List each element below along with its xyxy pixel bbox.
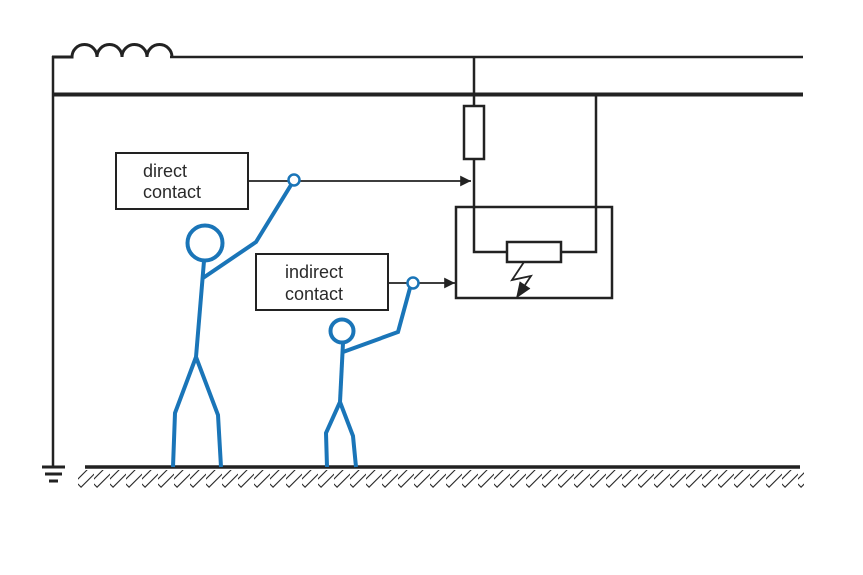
contact-point-icon — [287, 173, 301, 187]
person-left-leg — [171, 356, 198, 468]
supply-circuit — [51, 43, 803, 466]
direct-contact-box — [115, 152, 249, 210]
person-indirect-contact — [323, 276, 420, 468]
insulation-fault-lightning — [510, 261, 533, 299]
indirect-contact-box — [255, 253, 389, 311]
indirect-contact-label: indirect contact — [285, 262, 348, 304]
direct-contact-label: direct contact — [143, 161, 201, 202]
direct-contact-callout: direct contact — [115, 152, 471, 210]
earth-ground-symbol — [42, 465, 65, 483]
person-head — [328, 317, 356, 345]
load-branch — [454, 56, 614, 300]
person-right-leg — [338, 401, 358, 468]
person-right-leg — [194, 356, 223, 468]
person-left-leg — [323, 401, 342, 468]
person-arm — [201, 183, 293, 280]
person-direct-contact — [171, 173, 301, 468]
person-arm — [342, 287, 412, 354]
series-resistor — [462, 104, 486, 161]
person-body — [194, 260, 206, 358]
inductor-coil — [52, 43, 174, 59]
indirect-contact-callout: indirect contact — [255, 253, 455, 311]
ground-hatch — [78, 469, 804, 500]
ground — [0, 465, 863, 575]
load-resistor — [505, 240, 563, 264]
person-body — [338, 342, 345, 403]
equipment-enclosure — [454, 205, 614, 300]
contact-point-icon — [406, 276, 420, 290]
person-head — [185, 223, 225, 263]
